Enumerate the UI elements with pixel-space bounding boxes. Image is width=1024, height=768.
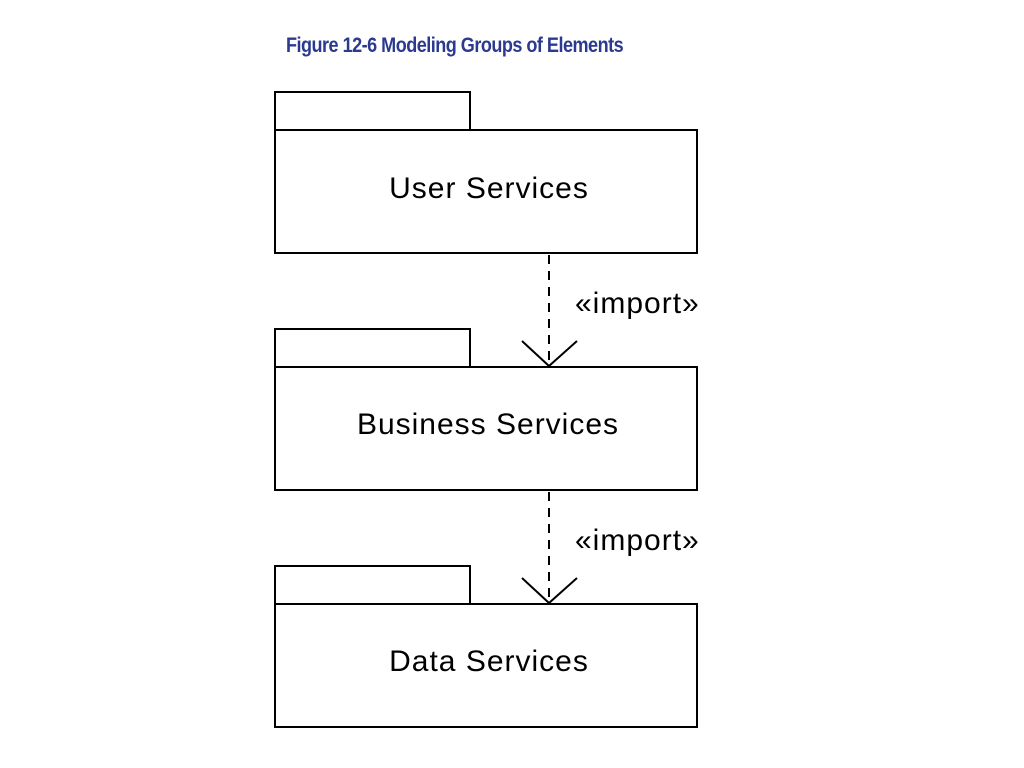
package-tab	[274, 328, 471, 368]
package-body	[274, 366, 698, 491]
package-business-services[interactable]: Business Services	[274, 328, 698, 491]
import-stereotype-label: «import»	[575, 287, 700, 320]
dependency-business-to-data[interactable]: «import»	[521, 492, 700, 605]
package-body	[274, 129, 698, 254]
package-user-services[interactable]: User Services	[274, 91, 698, 254]
package-data-services[interactable]: Data Services	[274, 565, 698, 728]
package-tab	[274, 91, 471, 131]
package-body	[274, 603, 698, 728]
package-label: Business Services	[357, 408, 619, 441]
package-label: Data Services	[389, 645, 589, 678]
package-tab	[274, 565, 471, 605]
package-label: User Services	[389, 172, 589, 205]
import-stereotype-label: «import»	[575, 524, 700, 557]
dependency-user-to-business[interactable]: «import»	[521, 255, 700, 368]
figure-title: Figure 12-6 Modeling Groups of Elements	[286, 34, 624, 57]
